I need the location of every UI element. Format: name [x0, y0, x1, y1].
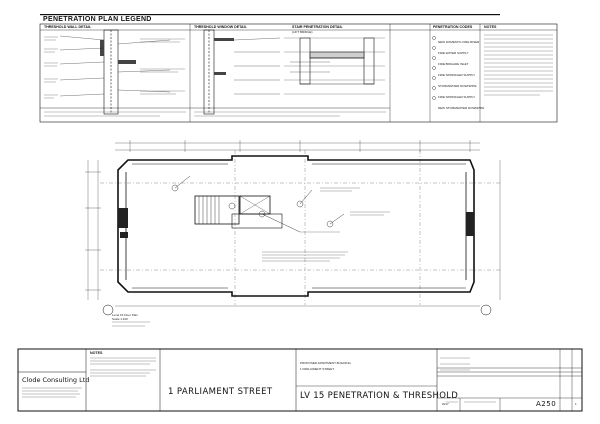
notes-heading: NOTES: [484, 24, 497, 29]
drawing-date: 2017: [442, 402, 449, 406]
window-detail-heading: THRESHOLD WINDOW DETAIL: [194, 24, 247, 29]
stair-detail-subheading: (LIFT BRIDGE): [292, 30, 313, 34]
project-address: 1 PARLIAMENT STREET: [300, 367, 335, 371]
code-item: FIRE SPRINKLER SUPPLY: [438, 94, 476, 99]
sheet-title: LV 15 PENETRATION & THRESHOLD: [300, 391, 459, 401]
legend-frame: [39, 23, 558, 123]
titleblock-notes-label: NOTES: [90, 351, 103, 355]
building-outline: [117, 155, 475, 297]
stair-wall-right: [363, 37, 375, 85]
legend-title: PENETRATION PLAN LEGEND: [43, 16, 152, 23]
code-item: FIRE WATER SUPPLY: [438, 50, 469, 55]
code-item: STORMWATER DOWNPIPE: [438, 83, 477, 88]
stair-wall-left: [299, 37, 311, 85]
legend-top-rule: [40, 14, 500, 16]
project-street: 1 PARLIAMENT STREET: [168, 387, 273, 397]
code-item: FIRE SPRINKLER SUPPLY: [438, 72, 476, 77]
penetration-codes-heading: PENETRATION CODES: [433, 24, 473, 29]
plan-caption: Level 15 Floor Plan: [112, 313, 138, 317]
revision-number: 1: [575, 402, 577, 406]
drawing-number: A250: [536, 400, 557, 408]
project-label: PROPOSED APARTMENT BUILDING: [300, 361, 351, 365]
code-item: FIRE BRIGADE INLET: [438, 61, 469, 66]
code-item: NEW DOMESTIC FIRE RISER: [438, 39, 480, 44]
core-stair: [194, 195, 240, 225]
code-item: NEW STORMWATER DOWNPIPE: [438, 105, 485, 110]
wall-detail-heading: THRESHOLD WALL DETAIL: [44, 24, 92, 29]
title-block-frame: [17, 348, 583, 412]
company-name: Clode Consulting Ltd: [22, 376, 90, 384]
stair-detail-heading: STAIR PENETRATION DETAIL: [292, 24, 343, 29]
penetration-codes-list: NEW DOMESTIC FIRE RISER FIRE WATER SUPPL…: [438, 37, 484, 114]
plan-scale: Scale 1:100: [112, 317, 128, 321]
